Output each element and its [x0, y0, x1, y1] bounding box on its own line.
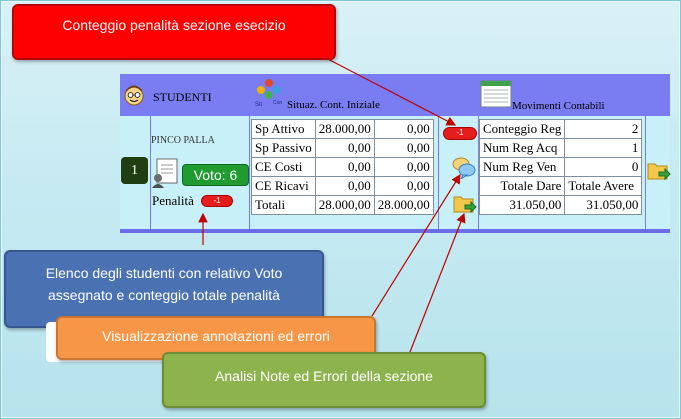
situation-row-value1: 0,00: [315, 177, 374, 195]
analysis-folder-icon[interactable]: [453, 193, 477, 215]
grid-bottom-border: [120, 229, 670, 233]
student-penalty-badge: -1: [201, 195, 233, 207]
student-face-icon: [124, 85, 144, 106]
header-icon-cell: [120, 74, 150, 116]
situation-row-value2: 28.000,00: [374, 196, 433, 214]
situation-row-label: Totali: [252, 196, 315, 214]
student-rank-badge: 1: [121, 157, 148, 184]
movements-row-label: Num Reg Acq: [480, 139, 565, 157]
situation-row-value2: 0,00: [374, 177, 433, 195]
movements-row-label: Conteggio Reg: [480, 120, 565, 138]
header-students-cell: STUDENTI: [151, 74, 249, 116]
situation-row-label: Sp Passivo: [252, 139, 315, 157]
total-dare-label: Totale Dare: [480, 177, 565, 195]
arrow-to-analysis: [409, 212, 466, 353]
situation-row-label: CE Costi: [252, 158, 315, 176]
header-students-label: STUDENTI: [153, 90, 212, 104]
svg-text:Con: Con: [273, 100, 282, 106]
movements-row-value: 0: [565, 158, 642, 176]
situation-row-value1: 28.000,00: [315, 120, 374, 138]
situation-row-value1: 0,00: [315, 139, 374, 157]
movements-row-value: 1: [565, 139, 642, 157]
callout-section-penalty: Conteggio penalità sezione esecizio: [12, 4, 336, 60]
callout-students-line1: Elenco degli studenti con relativo Voto: [45, 265, 283, 281]
callout-students-line2: assegnato e conteggio totale penalità: [48, 287, 280, 303]
arrow-to-annotations: [371, 173, 461, 317]
ledger-window-icon: [480, 80, 512, 108]
arrow-to-section-penalty: [321, 55, 457, 126]
situation-row-label: Sp Attivo: [252, 120, 315, 138]
movements-row-value: 2: [565, 120, 642, 138]
vote-badge: Voto: 6: [182, 164, 249, 186]
total-dare-value: 31.050,00: [480, 196, 565, 214]
callout-students-list: Elenco degli studenti con relativo Voto …: [4, 250, 324, 328]
header-situation-label: Situaz. Cont. Iniziale: [287, 99, 380, 111]
annotations-icon[interactable]: [452, 155, 476, 179]
header-movements-cell: Movimenti Contabili: [479, 74, 645, 116]
movements-row-label: Num Reg Ven: [480, 158, 565, 176]
total-avere-label: Totale Avere: [565, 177, 642, 195]
accounting-logo-icon: Sit Con: [255, 79, 282, 107]
total-avere-value: 31.050,00: [565, 196, 642, 214]
penalty-label: Penalità: [152, 193, 194, 208]
movements-folder-icon[interactable]: [647, 160, 671, 182]
situation-row-value2: 0,00: [374, 158, 433, 176]
header-movements-label: Movimenti Contabili: [512, 100, 605, 112]
situation-row-label: CE Ricavi: [252, 177, 315, 195]
situation-row-value2: 0,00: [374, 120, 433, 138]
student-name[interactable]: PINCO PALLA: [151, 135, 215, 146]
callout-analysis: Analisi Note ed Errori della sezione: [162, 352, 486, 408]
header-empty-cell: [646, 74, 670, 116]
situation-row-value2: 0,00: [374, 139, 433, 157]
header-situation-cell: Sit Con Situaz. Cont. Iniziale: [250, 74, 478, 116]
section-penalty-badge[interactable]: -1: [443, 127, 477, 140]
svg-text:Sit: Sit: [255, 102, 262, 107]
situation-row-value1: 28.000,00: [315, 196, 374, 214]
student-card-icon: [152, 158, 178, 188]
situation-row-value1: 0,00: [315, 158, 374, 176]
